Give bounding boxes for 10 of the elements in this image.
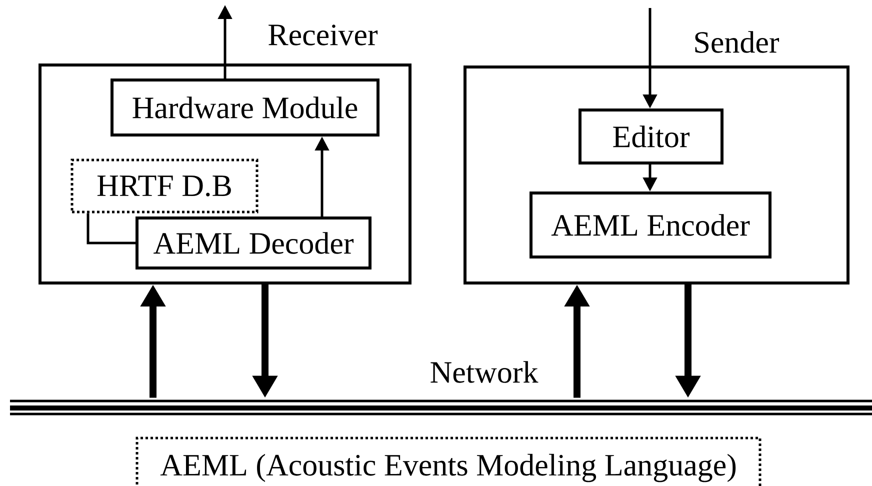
editor-box: Editor (578, 108, 724, 164)
database-box: HRTF D.B (70, 158, 258, 214)
decoder-box: AEML Decoder (136, 216, 372, 270)
connector-line (86, 213, 136, 244)
network-line: Network (10, 361, 872, 416)
node-label: Sender (695, 31, 780, 53)
node-label: Receiver (268, 24, 378, 46)
language-box: AEML (Acoustic Events Modeling Language) (136, 436, 762, 486)
module-box: Hardware Module (110, 78, 380, 136)
encoder-box: AEML Encoder (530, 192, 772, 258)
